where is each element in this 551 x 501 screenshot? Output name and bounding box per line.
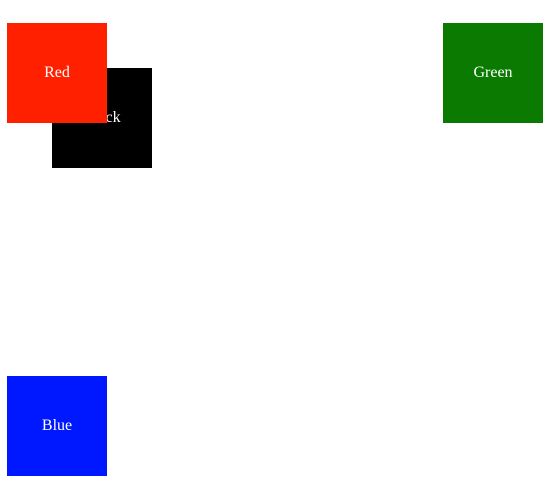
blue-box[interactable]: Blue	[7, 376, 107, 476]
red-box[interactable]: Red	[7, 23, 107, 123]
green-box[interactable]: Green	[443, 23, 543, 123]
red-box-label: Red	[44, 64, 70, 81]
blue-box-label: Blue	[41, 417, 73, 434]
green-box-label: Green	[473, 64, 513, 81]
